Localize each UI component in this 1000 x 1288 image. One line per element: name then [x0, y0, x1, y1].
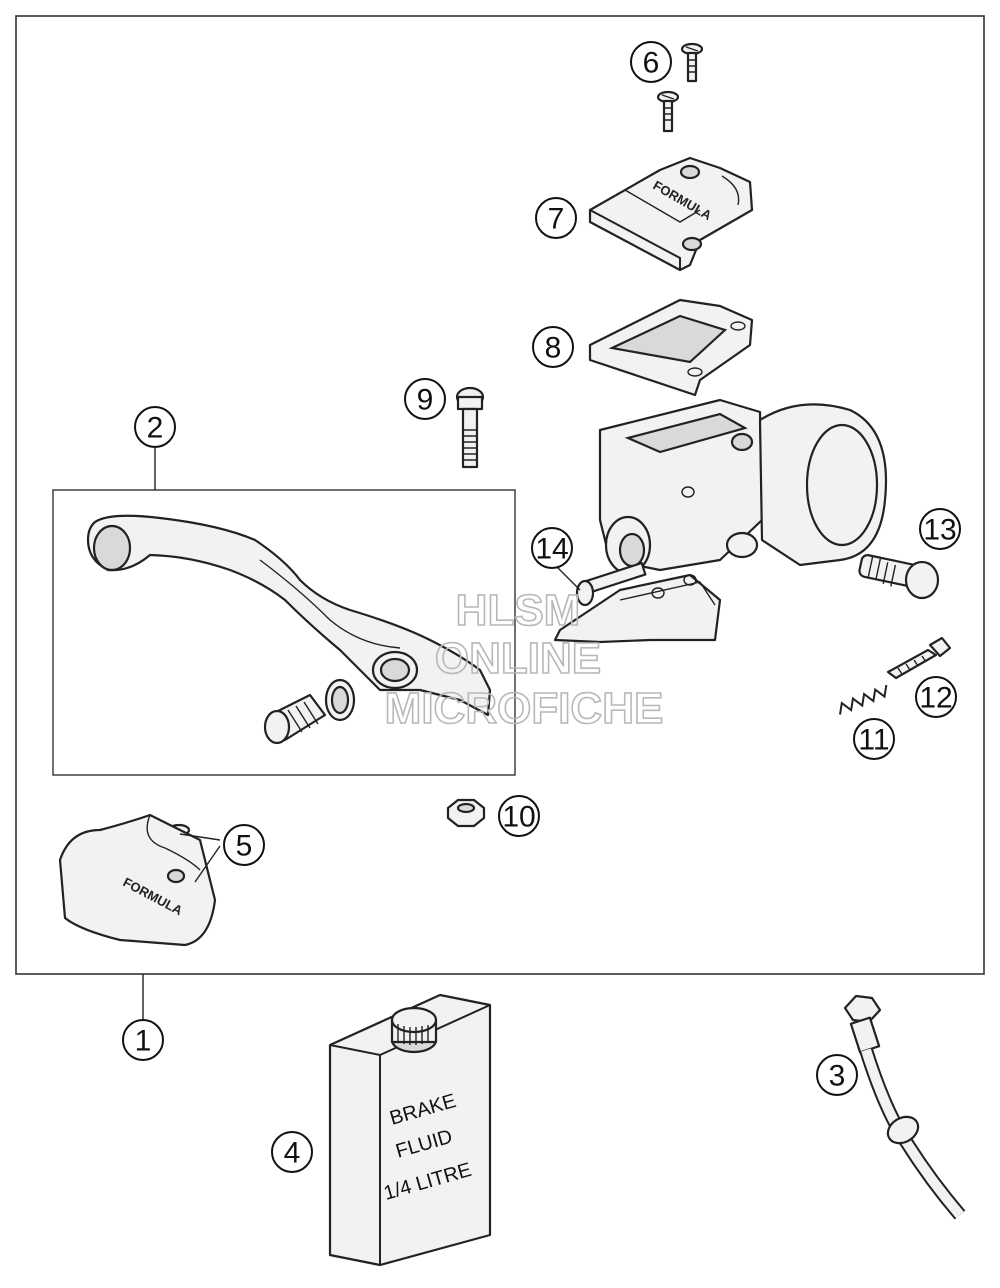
callout-13-label: 13 [923, 514, 956, 547]
callout-10-label: 10 [502, 801, 535, 834]
callout-4-label: 4 [284, 1137, 301, 1170]
callout-6: 6 [630, 41, 672, 83]
callout-14: 14 [531, 527, 573, 569]
callout-4: 4 [271, 1131, 313, 1173]
callout-5: 5 [223, 824, 265, 866]
bolt-part-9 [455, 386, 485, 469]
diaphragm-part-8 [588, 298, 754, 397]
callout-9: 9 [404, 378, 446, 420]
callout-13: 13 [919, 508, 961, 550]
callout-10: 10 [498, 795, 540, 837]
lever-cover-part-5: FORMULA [58, 813, 217, 947]
callout-12-label: 12 [919, 682, 952, 715]
callout-3: 3 [816, 1054, 858, 1096]
pushrod-part-14 [553, 561, 722, 644]
callout-7: 7 [535, 197, 577, 239]
lever-subassembly-frame [52, 489, 516, 776]
callout-3-label: 3 [829, 1060, 846, 1093]
callout-6-label: 6 [643, 47, 660, 80]
callout-2: 2 [134, 406, 176, 448]
callout-11-label: 11 [858, 724, 889, 757]
nut-part-10 [446, 798, 486, 828]
callout-8-label: 8 [545, 332, 562, 365]
master-cylinder-body [598, 398, 888, 575]
callout-2-label: 2 [147, 412, 164, 445]
watermark-line-3: MICROFICHE [385, 684, 664, 733]
callout-7-label: 7 [548, 203, 565, 236]
screw-part-6 [656, 42, 704, 133]
callout-5-label: 5 [236, 830, 253, 863]
brake-line-part-3 [843, 994, 966, 1220]
callout-1: 1 [122, 1019, 164, 1061]
brake-fluid-can-part-4: BRAKE FLUID 1/4 LITRE [328, 993, 492, 1267]
screw-part-12 [886, 636, 952, 680]
watermark: HLSM ONLINE MICROFICHE [384, 585, 664, 734]
callout-8: 8 [532, 326, 574, 368]
callout-14-label: 14 [535, 533, 568, 566]
leader-lines [142, 448, 581, 1020]
watermark-line-1: HLSM [456, 586, 581, 635]
spring-part-11 [839, 684, 888, 715]
callout-11: 11 [853, 718, 895, 760]
reservoir-cap-part-7: FORMULA [588, 156, 754, 272]
brake-lever-part-2 [86, 514, 492, 717]
assembly-frame [15, 15, 985, 975]
lever-adjuster [263, 678, 356, 745]
callout-9-label: 9 [417, 384, 434, 417]
callout-12: 12 [915, 676, 957, 718]
callout-1-label: 1 [135, 1025, 152, 1058]
adjuster-part-13 [858, 554, 940, 600]
watermark-line-2: ONLINE [435, 634, 601, 683]
